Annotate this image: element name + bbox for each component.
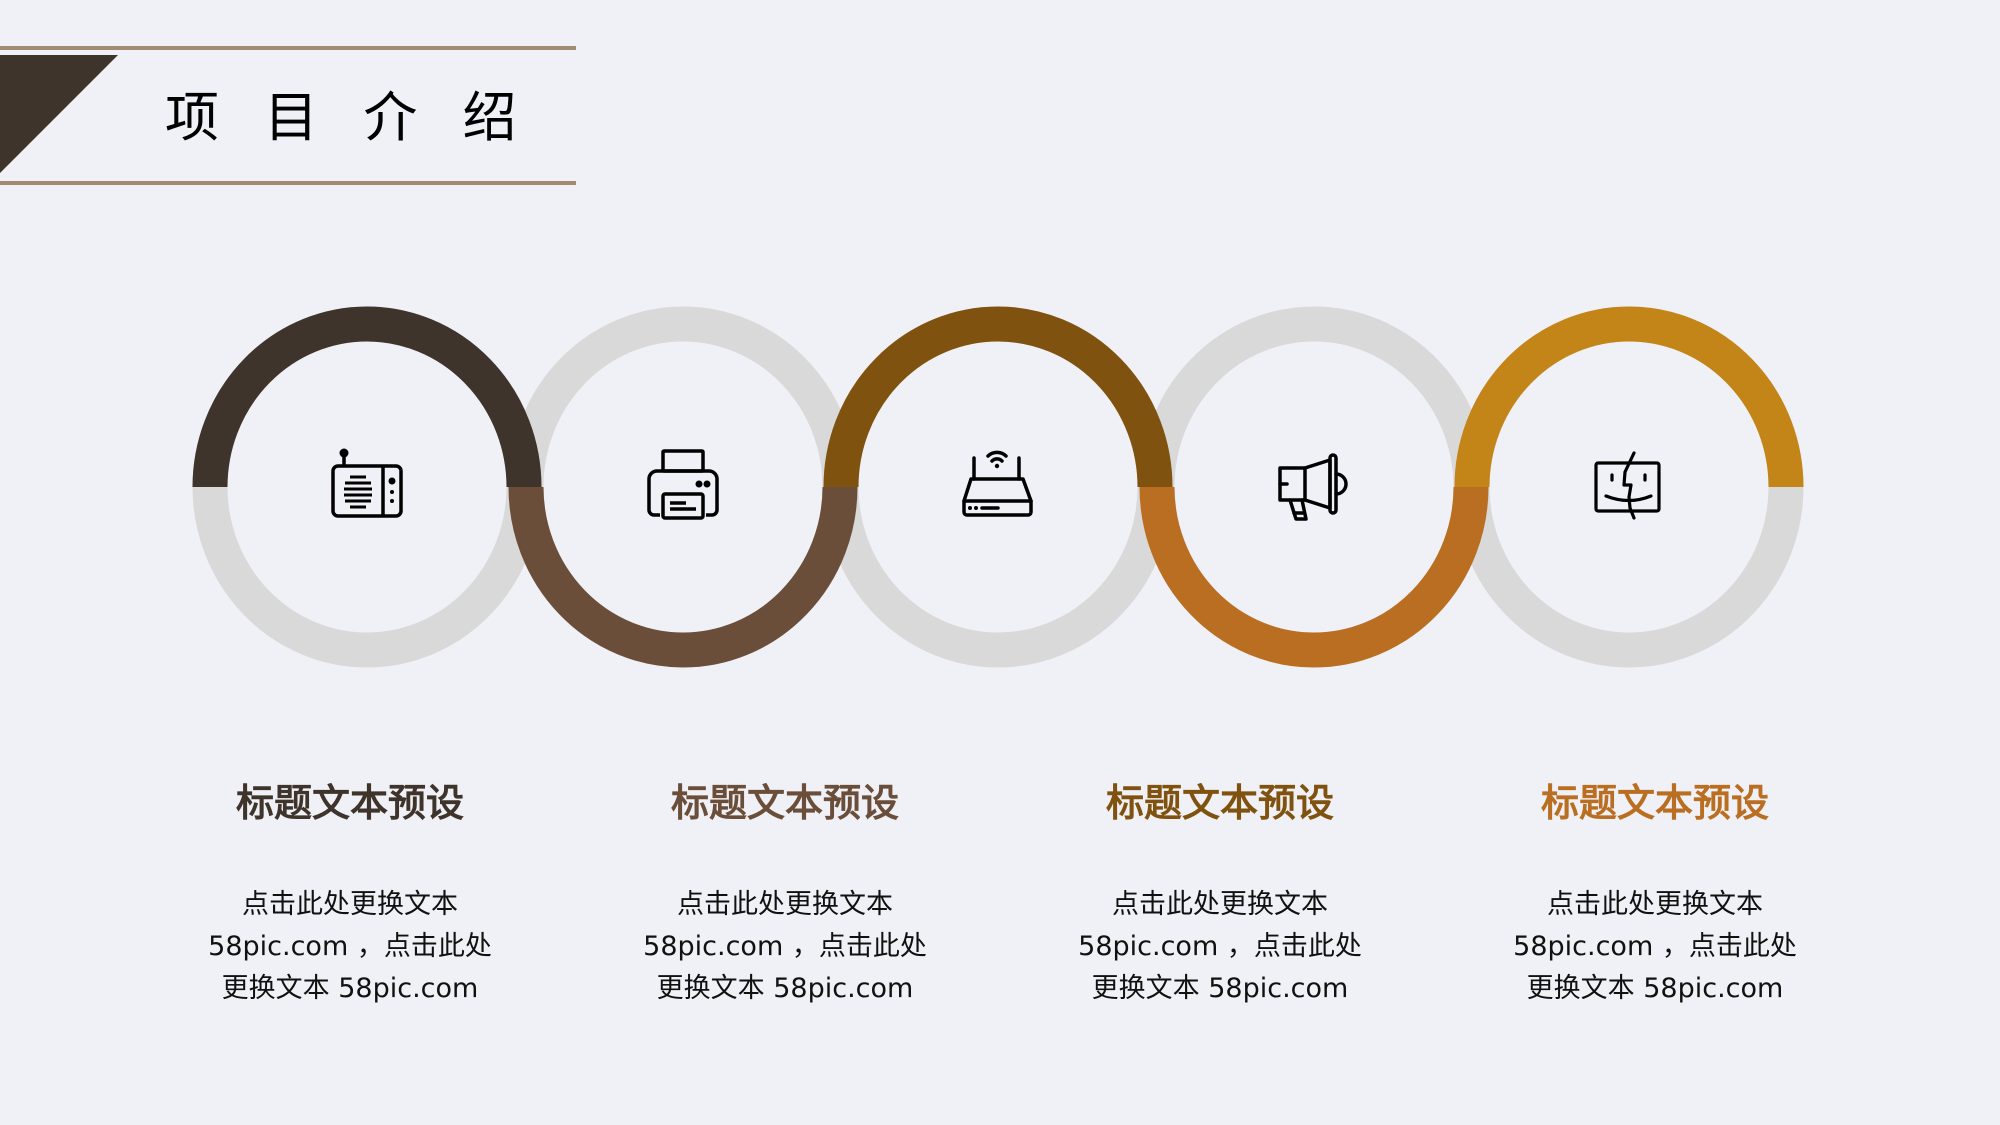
router-icon <box>962 450 1033 517</box>
step-title: 标题文本预设 <box>235 781 464 825</box>
step-column-2: 标题文本预设 点击此处更换文本 58pic.com ，点击此处 更换文本 58p… <box>605 772 965 1010</box>
description-line: 58pic.com ，点击此处 <box>1078 931 1362 962</box>
description-line: 点击此处更换文本 <box>677 889 893 920</box>
header-top-rule <box>0 46 576 50</box>
description-line: 点击此处更换文本 <box>1112 889 1328 920</box>
step-title: 标题文本预设 <box>670 781 899 825</box>
step-column-3: 标题文本预设 点击此处更换文本 58pic.com ，点击此处 更换文本 58p… <box>1040 772 1400 1010</box>
description-line: 58pic.com ，点击此处 <box>1513 931 1797 962</box>
radio-icon <box>331 448 403 518</box>
step-description: 点击此处更换文本 58pic.com ，点击此处 更换文本 58pic.com <box>605 884 965 1010</box>
finder-face-icon <box>1594 451 1661 520</box>
printer-icon <box>647 449 719 520</box>
description-line: 点击此处更换文本 <box>242 889 458 920</box>
description-line: 更换文本 58pic.com <box>656 973 914 1004</box>
step-title: 标题文本预设 <box>1105 781 1334 825</box>
ring-4-arc <box>1139 486 1489 668</box>
ring-3-arc <box>823 306 1173 488</box>
description-line: 58pic.com ，点击此处 <box>643 931 927 962</box>
ring-5-arc <box>1454 306 1804 488</box>
page-title: 项 目 介 绍 <box>165 86 531 149</box>
step-title: 标题文本预设 <box>1540 781 1769 825</box>
description-line: 更换文本 58pic.com <box>1526 973 1784 1004</box>
megaphone-icon <box>1278 453 1348 521</box>
description-line: 58pic.com ，点击此处 <box>208 931 492 962</box>
ring-2-arc <box>508 486 858 668</box>
description-line: 点击此处更换文本 <box>1547 889 1763 920</box>
step-column-4: 标题文本预设 点击此处更换文本 58pic.com ，点击此处 更换文本 58p… <box>1475 772 1835 1010</box>
step-description: 点击此处更换文本 58pic.com ，点击此处 更换文本 58pic.com <box>1040 884 1400 1010</box>
step-column-1: 标题文本预设 点击此处更换文本 58pic.com ，点击此处 更换文本 58p… <box>170 772 530 1010</box>
ring-1-arc <box>192 306 542 488</box>
step-description: 点击此处更换文本 58pic.com ，点击此处 更换文本 58pic.com <box>170 884 530 1010</box>
description-line: 更换文本 58pic.com <box>1091 973 1349 1004</box>
header-corner-triangle <box>0 55 118 173</box>
step-description: 点击此处更换文本 58pic.com ，点击此处 更换文本 58pic.com <box>1475 884 1835 1010</box>
description-line: 更换文本 58pic.com <box>221 973 479 1004</box>
header-bottom-rule <box>0 181 576 185</box>
